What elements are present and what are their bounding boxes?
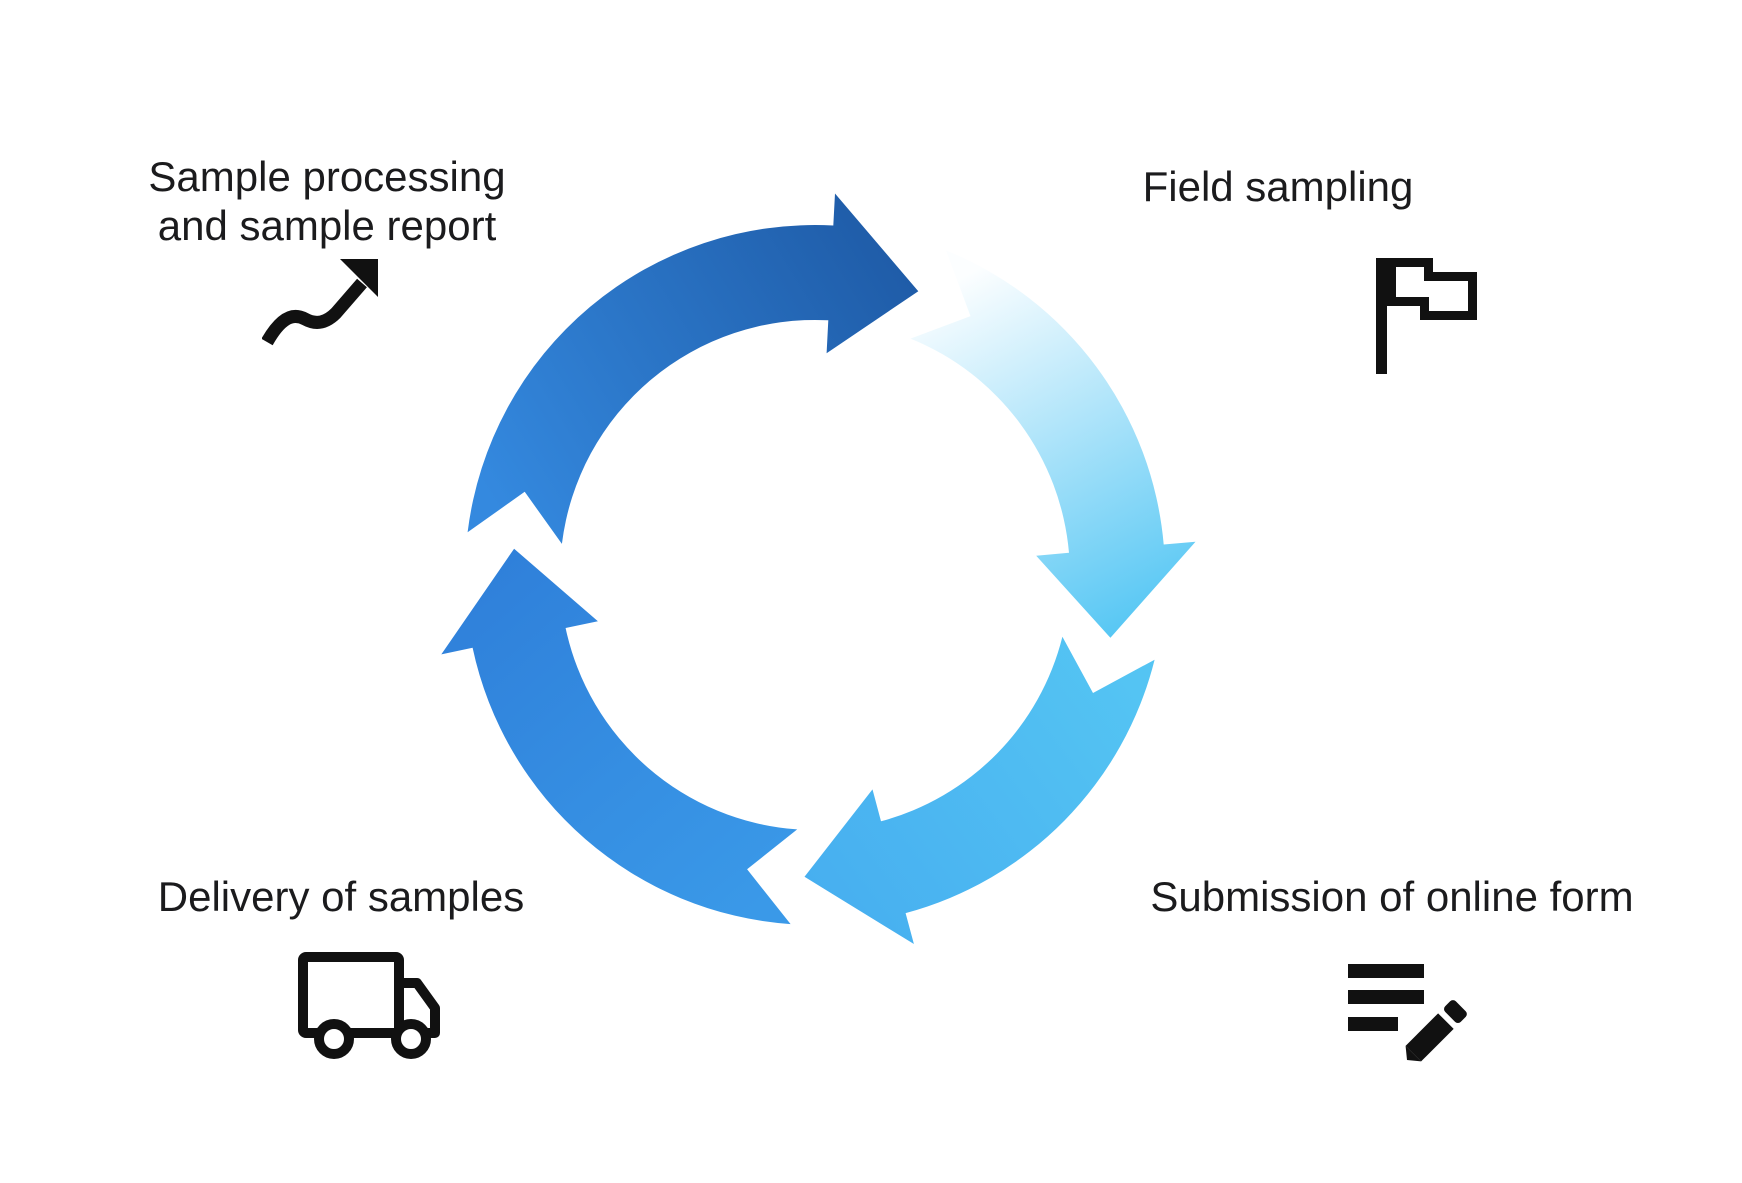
label-line-2: and sample report <box>157 202 497 249</box>
label-line-1: Sample processing <box>148 153 506 200</box>
label-field-sampling: Field sampling <box>1142 163 1414 210</box>
delivery-truck-icon <box>298 952 440 1059</box>
edit-note-icon <box>1348 964 1467 1062</box>
label-delivery-of-samples: Delivery of samples <box>157 873 525 920</box>
cycle-segment-left-to-top <box>467 193 919 544</box>
cycle-segment-top-to-right <box>910 250 1196 638</box>
cycle-segment-right-to-bottom <box>804 636 1155 944</box>
label-sample-processing: Sample processing and sample report <box>148 152 505 250</box>
flag-icon <box>1376 258 1477 374</box>
pencil-glyph <box>1405 1000 1467 1062</box>
label-submission-of-online-form: Submission of online form <box>1150 873 1634 920</box>
cycle-segment-bottom-to-left <box>441 548 798 925</box>
trending-up-icon <box>262 259 378 346</box>
